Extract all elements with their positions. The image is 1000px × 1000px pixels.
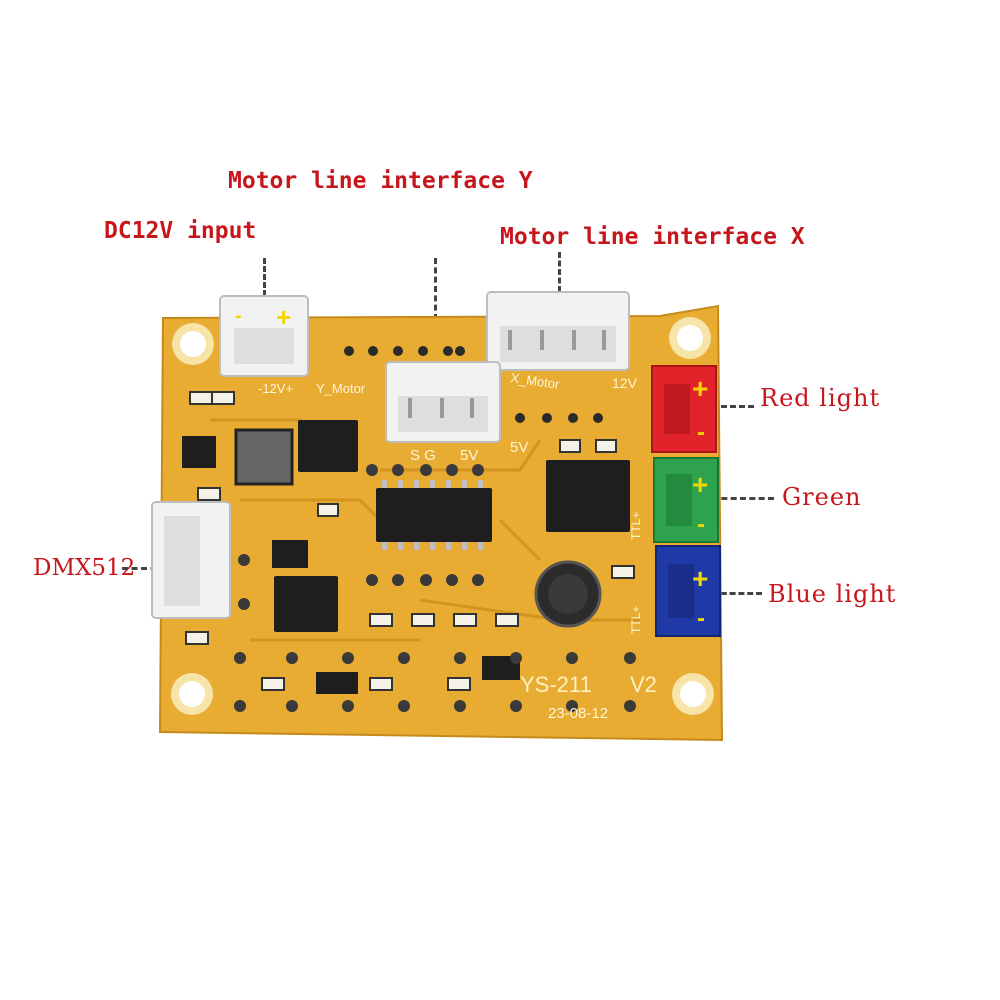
silk-12v-power: -12V+ xyxy=(258,381,293,396)
silk-sg: S G xyxy=(410,447,436,464)
silk-ttl-2: TTL+ xyxy=(629,606,643,634)
motor-y-label: Motor line interface Y xyxy=(228,168,533,194)
red-connector: + - xyxy=(651,365,717,453)
silk-x-motor: X_Motor xyxy=(510,370,561,392)
blue-minus-mark: - xyxy=(697,605,705,632)
silk-5v-a: 5V xyxy=(460,447,478,464)
mounting-holes xyxy=(171,317,714,715)
dmx-label: DMX512 xyxy=(33,555,136,581)
motor-x-leader xyxy=(558,252,561,292)
silk-5v-b: 5V xyxy=(510,439,528,456)
red-leader xyxy=(712,405,754,408)
solder-pads xyxy=(234,464,636,712)
silk-12v: 12V xyxy=(612,375,638,391)
dc-input-connector: - + xyxy=(219,295,309,377)
dc-plus-mark: + xyxy=(276,302,291,332)
blue-light-label: Blue light xyxy=(768,580,897,608)
header-pins xyxy=(344,346,603,423)
dc-input-leader xyxy=(263,258,266,296)
motor-y-connector xyxy=(385,361,501,443)
red-plus-mark: + xyxy=(692,373,708,404)
silk-date: 23-08-12 xyxy=(548,705,608,722)
dc-input-label: DC12V input xyxy=(104,218,257,244)
silk-y-motor: Y_Motor xyxy=(316,381,366,396)
ic-chips xyxy=(182,420,630,694)
red-minus-mark: - xyxy=(697,419,705,446)
motor-x-label: Motor line interface X xyxy=(500,224,805,250)
silk-ttl-1: TTL+ xyxy=(629,512,643,540)
motor-y-leader xyxy=(434,258,437,348)
blue-leader xyxy=(712,592,762,595)
motor-x-connector xyxy=(486,291,630,371)
green-leader xyxy=(712,497,774,500)
dmx-leader xyxy=(122,567,166,570)
green-plus-mark: + xyxy=(692,469,708,500)
green-connector: + - xyxy=(653,457,719,543)
dmx-connector xyxy=(151,501,231,619)
dc-minus-mark: - xyxy=(235,305,242,327)
silk-version: V2 xyxy=(630,672,657,697)
green-minus-mark: - xyxy=(697,511,705,538)
smd-components xyxy=(185,391,635,691)
green-label: Green xyxy=(782,483,862,511)
red-light-label: Red light xyxy=(760,384,881,412)
blue-plus-mark: + xyxy=(692,563,708,594)
ic-pins xyxy=(382,480,483,550)
blue-connector: + - xyxy=(655,545,721,637)
silk-model: YS-211 xyxy=(520,672,592,697)
